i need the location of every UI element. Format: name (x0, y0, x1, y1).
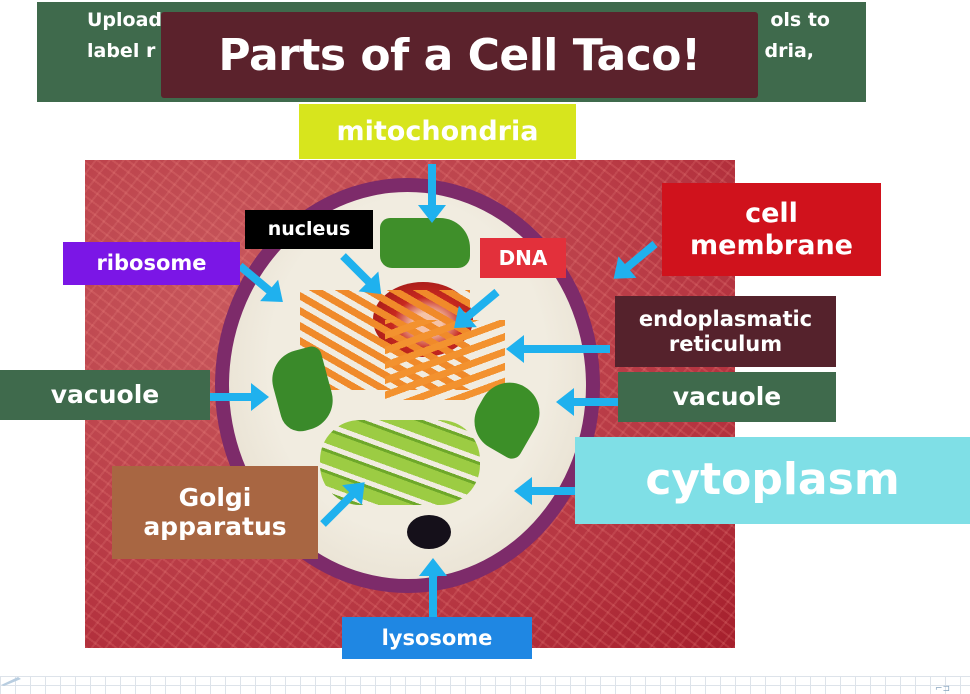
carrot-sticks-2 (385, 320, 505, 400)
black-olive (407, 515, 451, 549)
page-title[interactable]: Parts of a Cell Taco! (161, 12, 758, 98)
label-lysosome[interactable]: lysosome (342, 617, 532, 659)
canvas-grid-strip (0, 676, 970, 694)
label-cell-membrane[interactable]: cell membrane (662, 183, 881, 276)
label-golgi-apparatus-text: Golgi apparatus (143, 482, 287, 541)
snap-pea (380, 218, 470, 268)
arrow-vacuole-right (570, 398, 625, 406)
label-cell-membrane-text: cell membrane (690, 198, 853, 261)
instructions-line1-right: ols to (770, 9, 830, 31)
instructions-line2-left: label r (87, 40, 156, 62)
label-dna[interactable]: DNA (480, 238, 566, 278)
label-ribosome[interactable]: ribosome (63, 242, 240, 285)
label-golgi-apparatus[interactable]: Golgi apparatus (112, 466, 318, 559)
label-endoplasmic-reticulum-text: endoplasmatic reticulum (638, 307, 813, 356)
arrow-mitochondria (428, 164, 436, 209)
pen-tool-icon[interactable] (0, 676, 22, 686)
label-nucleus[interactable]: nucleus (245, 210, 373, 249)
instructions-line2-right: dria, (764, 40, 814, 62)
label-mitochondria[interactable]: mitochondria (299, 104, 576, 159)
label-endoplasmic-reticulum[interactable]: endoplasmatic reticulum (615, 296, 836, 367)
page-corner-icon[interactable]: ⌐⊐ (935, 684, 951, 694)
arrow-vacuole-left (205, 383, 269, 411)
arrow-endoplasmic-reticulum (520, 345, 610, 353)
label-cytoplasm[interactable]: cytoplasm (575, 437, 970, 524)
label-vacuole-right[interactable]: vacuole (618, 372, 836, 422)
label-vacuole-left[interactable]: vacuole (0, 370, 210, 420)
arrow-cytoplasm (528, 487, 578, 495)
avocado-slices (320, 420, 480, 505)
instructions-line1-left: Upload (87, 9, 163, 31)
